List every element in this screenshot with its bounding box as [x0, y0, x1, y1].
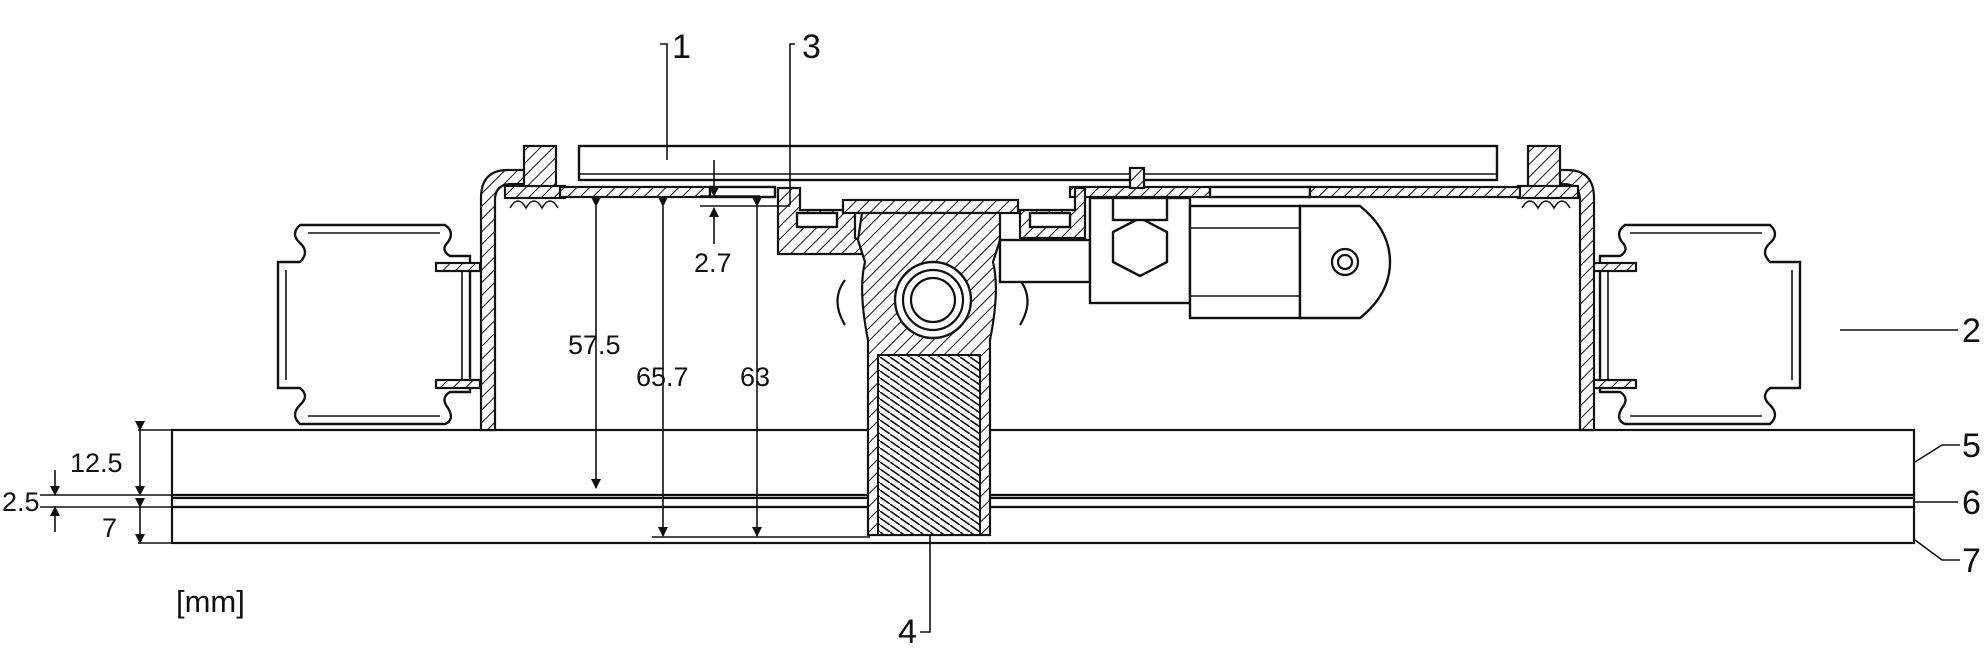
- layer-6-middle-sheet: [170, 493, 1916, 509]
- dim-7: 7: [102, 513, 117, 543]
- dim-57-5: 57.5: [568, 330, 621, 360]
- dim-2-5: 2.5: [2, 487, 40, 517]
- callout-1: 1: [672, 28, 691, 66]
- layer-5-top-board: [170, 428, 1916, 497]
- layer-7-bottom-board: [170, 505, 1916, 545]
- callout-6: 6: [1962, 484, 1981, 522]
- dim-63: 63: [740, 362, 770, 392]
- thread-section: [877, 354, 981, 536]
- unit-label: [mm]: [176, 584, 245, 619]
- left-rail-profile: [276, 223, 482, 426]
- dimension-lines: [40, 160, 870, 544]
- callout-2: 2: [1962, 312, 1981, 350]
- callout-3: 3: [802, 28, 821, 66]
- grating-cover: [558, 144, 1522, 199]
- leader-lines: [660, 43, 1960, 633]
- floor-layers: [170, 428, 1916, 545]
- callout-7: 7: [1962, 542, 1981, 580]
- dim-65-7: 65.7: [636, 362, 689, 392]
- dim-12-5: 12.5: [70, 448, 123, 478]
- lock-assembly: [998, 196, 1392, 320]
- channel-body: [479, 144, 1596, 432]
- outlet-body-4: [836, 211, 1029, 537]
- right-rail-profile: [1590, 223, 1802, 426]
- dim-2-7: 2.7: [694, 248, 732, 278]
- callout-4: 4: [898, 613, 917, 651]
- callout-5: 5: [1962, 427, 1981, 465]
